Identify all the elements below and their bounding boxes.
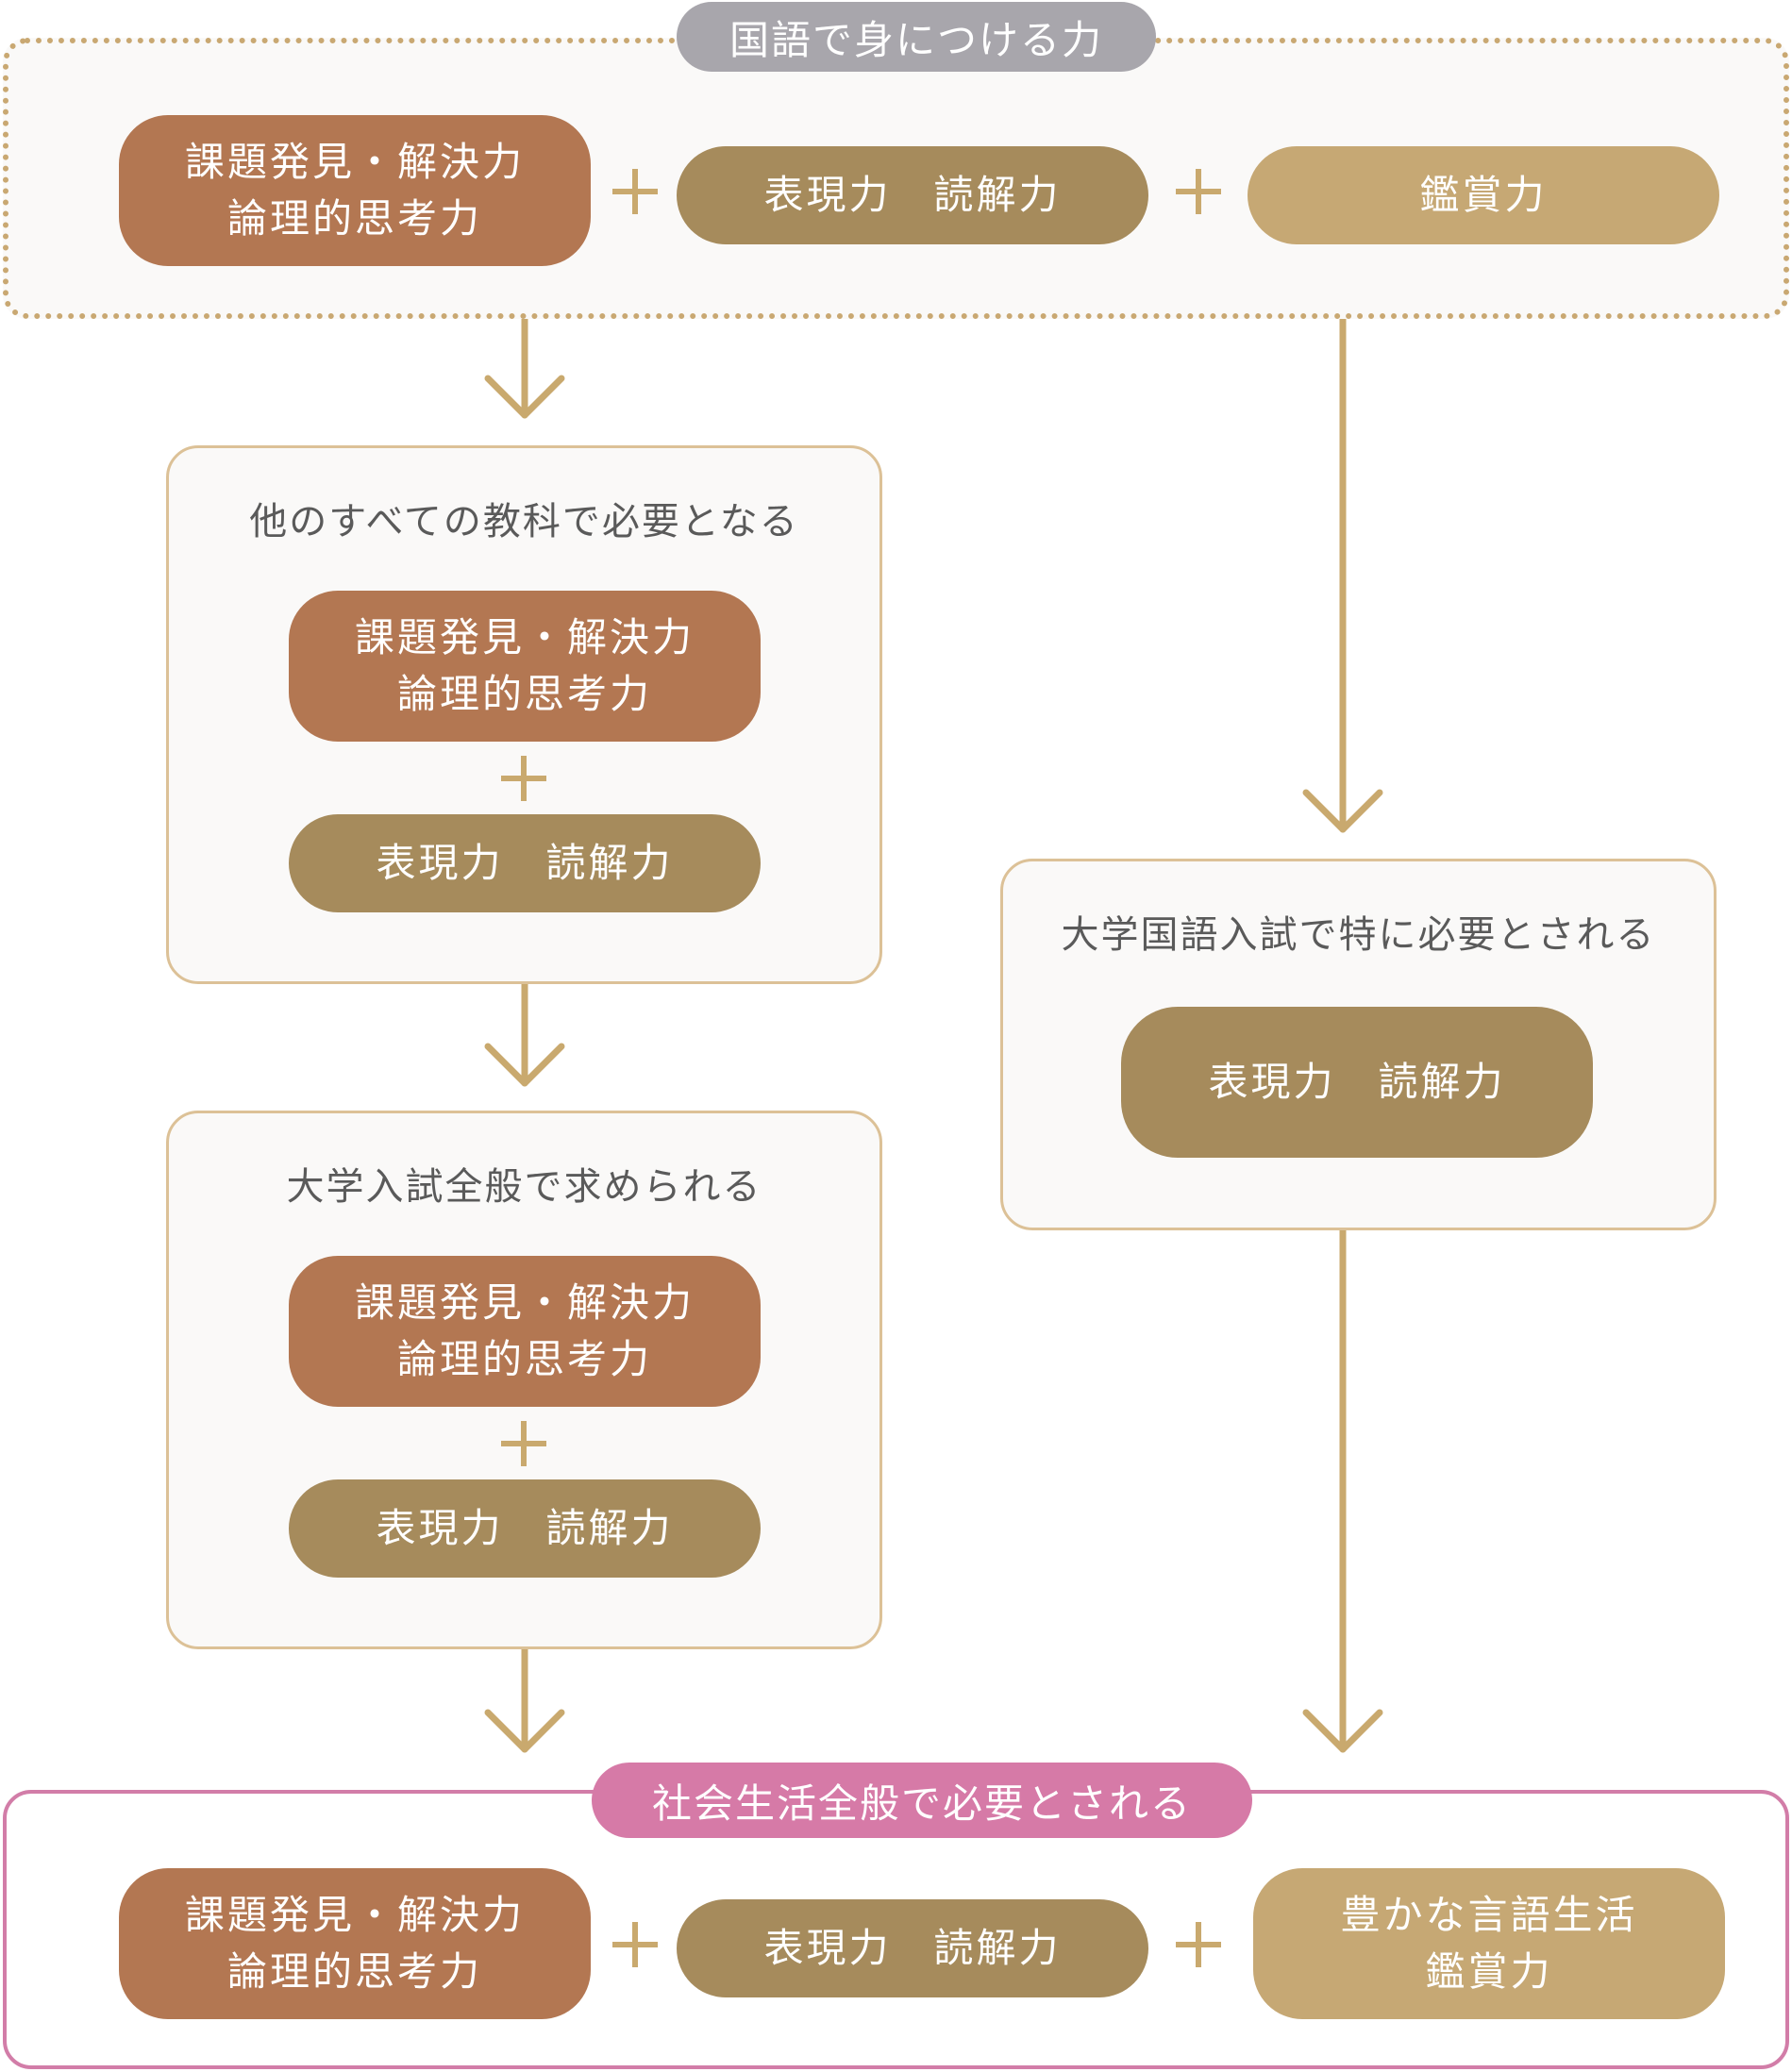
- top-appreciation-pill: 鑑賞力: [1248, 146, 1719, 244]
- arrow-univ-japanese-exam-to-society: [1302, 1227, 1383, 1753]
- plus-icon: [501, 756, 546, 801]
- pill-line-2: 論理的思考力: [226, 1948, 482, 1995]
- pill-line-2: 論理的思考力: [396, 1336, 652, 1382]
- arrow-all-subjects-to-general-exam: [484, 980, 565, 1087]
- univ-japanese-exam-expression-pill: 表現力 読解力: [1121, 1007, 1593, 1158]
- all-subjects-problem-solving-pill: 課題発見・解決力 論理的思考力: [289, 591, 761, 742]
- arrow-general-exam-to-society: [484, 1646, 565, 1753]
- top-expression-pill: 表現力 読解力: [677, 146, 1148, 244]
- society-problem-solving-pill: 課題発見・解決力 論理的思考力: [119, 1868, 591, 2019]
- pill-line-1: 課題発見・解決力: [184, 1892, 525, 1938]
- pill-line-2: 鑑賞力: [1425, 1948, 1553, 1995]
- pill-line-1: 課題発見・解決力: [354, 1279, 695, 1326]
- plus-icon: [501, 1421, 546, 1466]
- all-subjects-heading: 他のすべての教科で必要となる: [249, 500, 799, 543]
- general-exam-problem-solving-pill: 課題発見・解決力 論理的思考力: [289, 1256, 761, 1407]
- plus-icon: [612, 169, 658, 214]
- plus-icon: [1176, 1922, 1221, 1967]
- all-subjects-expression-pill: 表現力 読解力: [289, 814, 761, 912]
- top-section-title: 国語で身につける力: [677, 2, 1156, 72]
- general-exam-expression-pill: 表現力 読解力: [289, 1479, 761, 1578]
- arrow-top-to-univ-japanese-exam: [1302, 315, 1383, 833]
- arrow-top-to-all-subjects: [484, 315, 565, 419]
- pill-line-1: 課題発見・解決力: [354, 614, 695, 660]
- pill-line-2: 論理的思考力: [226, 195, 482, 242]
- society-section-title: 社会生活全般で必要とされる: [592, 1763, 1252, 1838]
- top-problem-solving-pill: 課題発見・解決力 論理的思考力: [119, 115, 591, 266]
- univ-japanese-exam-heading: 大学国語入試で特に必要とされる: [1061, 913, 1656, 957]
- pill-line-2: 論理的思考力: [396, 671, 652, 717]
- plus-icon: [1176, 169, 1221, 214]
- plus-icon: [612, 1922, 658, 1967]
- society-expression-pill: 表現力 読解力: [677, 1899, 1148, 1997]
- pill-line-1: 豊かな言語生活: [1340, 1892, 1638, 1938]
- pill-line-1: 課題発見・解決力: [184, 139, 525, 185]
- society-rich-language-pill: 豊かな言語生活 鑑賞力: [1253, 1868, 1725, 2019]
- general-exam-heading: 大学入試全般で求められる: [286, 1165, 762, 1209]
